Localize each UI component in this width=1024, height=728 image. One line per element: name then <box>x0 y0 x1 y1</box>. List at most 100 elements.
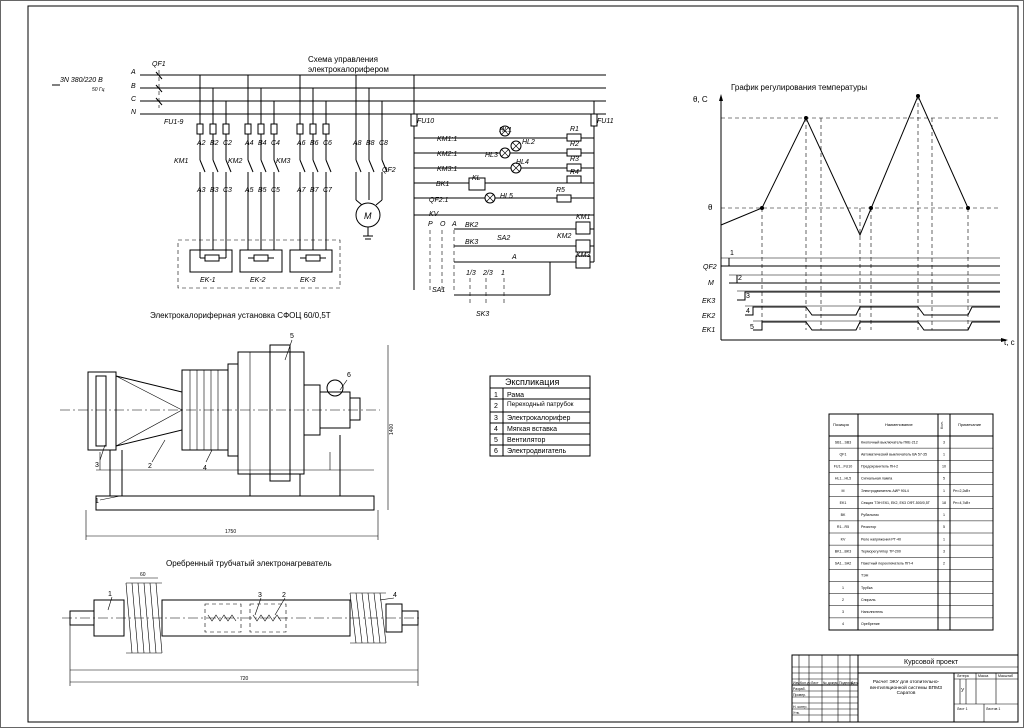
drawing-rect <box>269 344 291 482</box>
spec-cell-qty: 1 <box>943 537 945 541</box>
phase-b-label: B <box>131 83 136 90</box>
drawing-label: R4 <box>570 169 579 176</box>
drawing-label: 4 <box>203 465 207 472</box>
drawing-label: Мягкая вставка <box>507 426 557 433</box>
drawing-label: Литера <box>957 674 969 678</box>
drawing-rect <box>270 123 278 135</box>
explication-title: Экспликация <box>505 377 559 387</box>
spec-cell-note: Рн=4,7кВт <box>953 501 970 505</box>
drawing-label: HL2 <box>522 139 535 146</box>
heater-group-2: A4 B4 C4 KM2 A5 B5 C5 EK-2 <box>228 75 283 284</box>
drawing-label: 3 <box>258 592 262 599</box>
drawing-line <box>379 597 395 601</box>
heater-fins-right <box>349 592 387 644</box>
drawing-label: Провер. <box>793 693 806 697</box>
drawing-line <box>254 597 262 616</box>
drawing-label: 5 <box>750 324 754 331</box>
dim-total: 720 <box>240 676 249 682</box>
label-c6: C6 <box>323 140 332 147</box>
drawing-label: O <box>440 221 446 228</box>
drawing-label: Разраб. <box>793 687 806 691</box>
drawing-line <box>212 159 219 173</box>
drawing-line <box>149 582 157 654</box>
heater-title: Оребренный трубчатый электронагреватель <box>166 559 332 568</box>
graph-x-axis-label: t, с <box>1004 338 1015 347</box>
drawing-label: Лист 1 <box>957 707 968 711</box>
drawing-line <box>485 193 495 203</box>
drawing-label: Наименование <box>885 422 914 427</box>
drawing-line <box>143 582 151 654</box>
drawing-rect <box>791 654 1019 723</box>
qf1-label: QF1 <box>152 61 166 68</box>
drawing-polygon <box>719 94 723 101</box>
fu11-label: FU11 <box>597 118 614 125</box>
stamp-description: Расчет ЭКУ для отопительно-вентиляционно… <box>869 680 943 697</box>
specification-table: Позиция Наименование Кол. Примечание SB1… <box>828 413 994 631</box>
drawing-line <box>355 159 362 173</box>
drawing-line <box>511 141 521 151</box>
km1-label: KM1 <box>174 158 189 165</box>
heater-group-3: A6 B6 C6 KM3 A7 B7 C7 EK-3 <box>276 75 333 284</box>
drawing-label: 5 <box>494 437 498 444</box>
spec-cell-qty: 1 <box>943 513 945 517</box>
drawing-label: Переходный патрубок <box>507 400 574 408</box>
drawing-line <box>375 199 383 206</box>
label-a5: A5 <box>244 187 254 194</box>
drawing-label: 6 <box>347 372 351 379</box>
control-circuit: FU10 FU11 KM1:1 KM2:1 KM3:1 BK1 QF2:1 KV… <box>410 75 614 318</box>
drawing-label: BK1 <box>436 181 449 188</box>
spec-cell-qty: 10 <box>942 465 946 469</box>
drawing-rect <box>196 160 230 182</box>
drawing-rect <box>566 133 582 142</box>
drawing-label: SA2 <box>497 235 510 242</box>
label-c5: C5 <box>271 187 280 194</box>
stamp-description-box: Расчет ЭКУ для отопительно-вентиляционно… <box>869 680 943 697</box>
drawing-rect <box>828 413 994 631</box>
spec-cell-name: Кнопочный выключатель ПКЕ-212 <box>861 440 918 444</box>
label-a2: A2 <box>196 140 206 147</box>
drawing-rect <box>209 123 217 135</box>
drawing-label: 3 <box>95 462 99 469</box>
label-b8: B8 <box>366 140 375 147</box>
drawing-label: 1 <box>108 591 112 598</box>
heater-group-1: A2 B2 C2 KM1 A3 B3 C3 EK-1 <box>174 75 233 284</box>
drawing-label: Примечание <box>958 422 982 427</box>
spec-cell-name: Терморегулятор ТР-200 <box>861 549 901 553</box>
drawing-rect <box>468 177 486 191</box>
spec-cell-qty: 2 <box>943 562 945 566</box>
spec-cell-pos: 1 <box>842 586 844 590</box>
drawing-label: HL3 <box>485 152 498 159</box>
drawing-label: 2 <box>494 403 498 410</box>
stamp-project: Курсовой проект <box>904 658 959 666</box>
drawing-label: SA1 <box>432 287 445 294</box>
drawing-line <box>361 592 369 644</box>
drawing-line <box>155 84 163 93</box>
motor-branch: A8 B8 C8 QF2 M <box>352 75 396 240</box>
drawing-label: R5 <box>556 187 565 194</box>
spec-cell-pos: BK1...BK3 <box>835 549 852 553</box>
drawing-label: BK2 <box>465 222 478 229</box>
drawing-label: Масса <box>978 674 988 678</box>
drawing-line <box>355 592 363 644</box>
drawing-label: Рама <box>507 392 524 399</box>
graph-y-axis-label: θ, С <box>693 95 708 104</box>
drawing-label: KM2:1 <box>437 151 457 158</box>
drawing-label: Электрокалорифер <box>507 415 571 422</box>
spec-cell-pos: 3 <box>842 610 844 614</box>
drawing-label: KM3:1 <box>437 166 457 173</box>
dim-fin: 60 <box>140 572 146 578</box>
drawing-label: Подпись <box>839 681 853 685</box>
ek3-label: EK-3 <box>300 277 316 284</box>
drawing-rect <box>489 375 591 457</box>
spec-cell-pos: FU1...FU10 <box>834 465 853 469</box>
phase-a-label: A <box>130 69 136 76</box>
label-c8: C8 <box>379 140 388 147</box>
temperature-graph: График регулирования температуры θ, С t,… <box>693 83 1015 347</box>
spec-cell-name: Наполнитель <box>861 610 883 614</box>
km2-label: KM2 <box>228 158 243 165</box>
spec-cell-qty: 3 <box>943 440 945 444</box>
drawing-polyline <box>207 614 237 622</box>
motor-label: M <box>364 211 372 221</box>
drawing-line <box>107 596 113 611</box>
drawing-label: HL4 <box>516 159 529 166</box>
